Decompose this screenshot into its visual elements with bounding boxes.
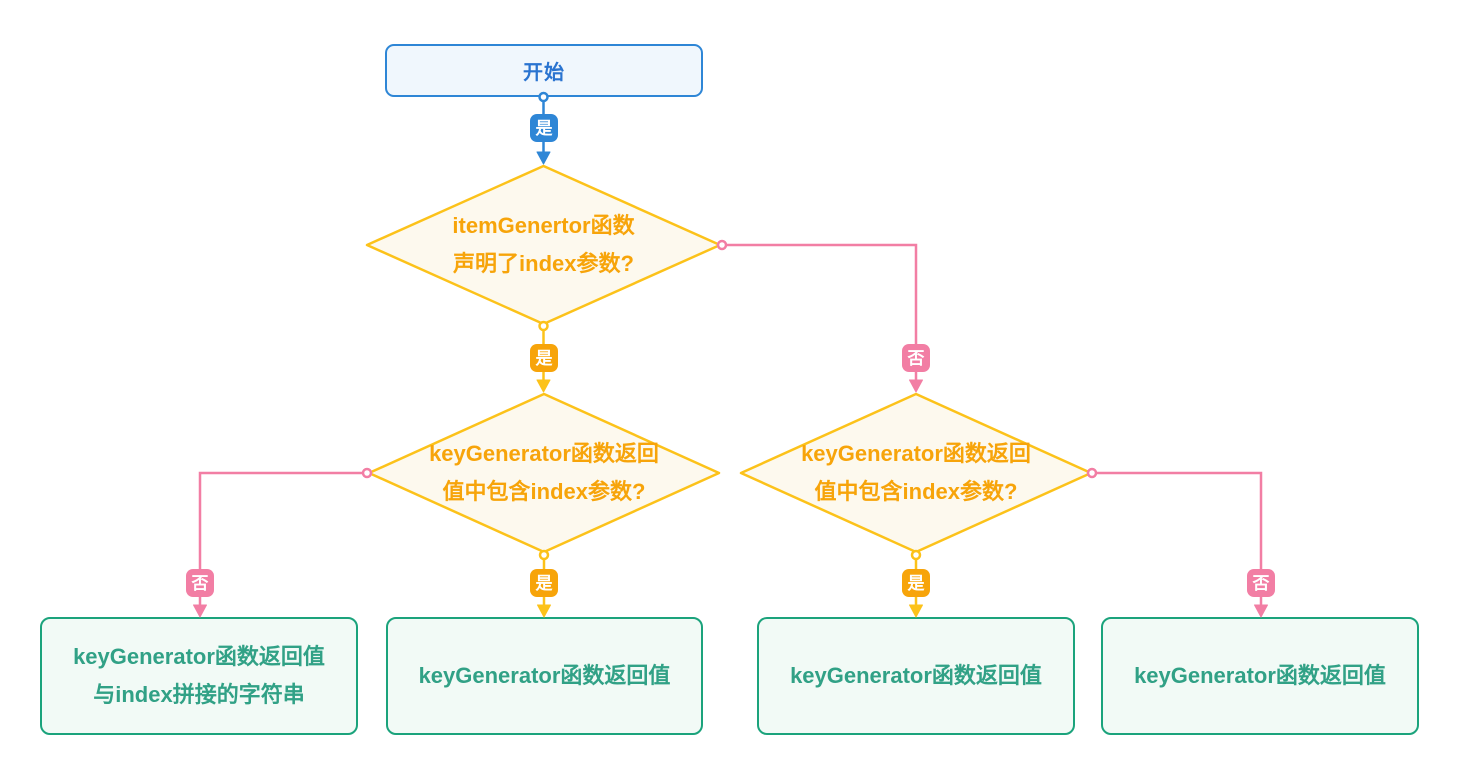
edge-decision2-no bbox=[193, 467, 373, 618]
edge-decision1-no bbox=[716, 239, 923, 393]
node-start-label: 开始 bbox=[523, 62, 565, 84]
edge-label-start-yes: 是 bbox=[530, 114, 558, 142]
node-decision2: keyGenerator函数返回 值中包含index参数? bbox=[367, 392, 721, 554]
node-decision2-label: keyGenerator函数返回 值中包含index参数? bbox=[429, 441, 659, 504]
node-start: 开始 bbox=[385, 44, 703, 97]
edge-label-decision3-no: 否 bbox=[1247, 569, 1275, 597]
node-result2: keyGenerator函数返回值 bbox=[386, 617, 703, 735]
node-decision1: itemGenertor函数 声明了index参数? bbox=[365, 164, 722, 326]
edge-label-decision1-no: 否 bbox=[902, 344, 930, 372]
edge-label-decision1-yes: 是 bbox=[530, 344, 558, 372]
node-decision3: keyGenerator函数返回 值中包含index参数? bbox=[739, 392, 1093, 554]
node-result1: keyGenerator函数返回值 与index拼接的字符串 bbox=[40, 617, 358, 735]
node-decision3-label: keyGenerator函数返回 值中包含index参数? bbox=[801, 441, 1031, 504]
node-decision1-label: itemGenertor函数 声明了index参数? bbox=[452, 213, 635, 276]
edge-label-decision2-yes: 是 bbox=[530, 569, 558, 597]
node-result3: keyGenerator函数返回值 bbox=[757, 617, 1075, 735]
node-result4: keyGenerator函数返回值 bbox=[1101, 617, 1419, 735]
edge-label-decision3-yes: 是 bbox=[902, 569, 930, 597]
edge-decision3-no bbox=[1086, 467, 1268, 618]
edge-label-decision2-no: 否 bbox=[186, 569, 214, 597]
